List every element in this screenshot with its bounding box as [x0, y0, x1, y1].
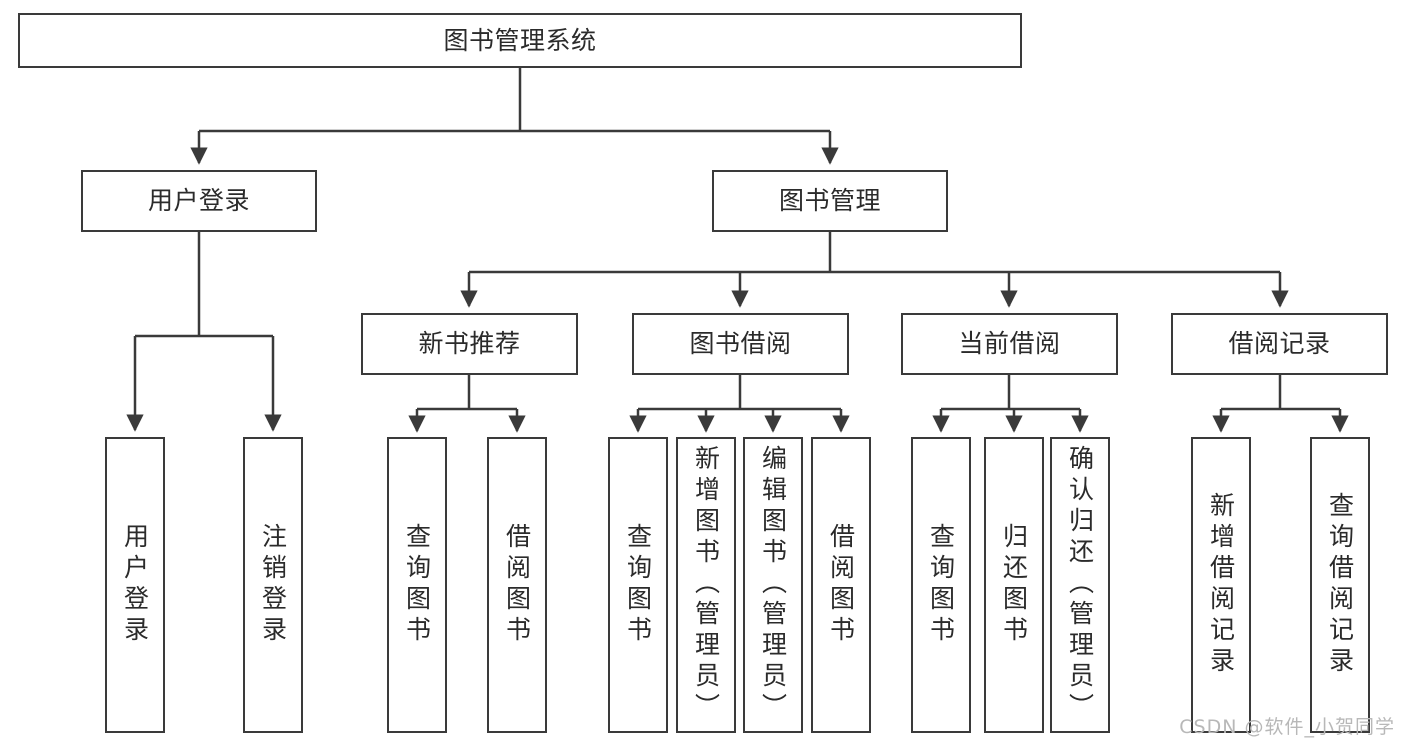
node-label-current-borrow: 当前借阅 [958, 329, 1061, 358]
node-label-leaf-user-login: 用户登录 [120, 523, 150, 647]
node-label-leaf-query-book-borrow: 查询图书 [623, 523, 653, 647]
node-leaf-user-login[interactable]: 用户登录 [105, 437, 165, 733]
watermark-text: CSDN @软件_小贺同学 [1179, 716, 1395, 738]
node-user-login[interactable]: 用户登录 [81, 170, 317, 232]
node-book-manage[interactable]: 图书管理 [712, 170, 948, 232]
node-label-leaf-borrow-book-rec: 借阅图书 [502, 523, 532, 647]
node-leaf-borrow-book-rec[interactable]: 借阅图书 [487, 437, 547, 733]
node-label-leaf-add-record: 新增借阅记录 [1206, 492, 1236, 678]
node-label-leaf-user-logout: 注销登录 [258, 523, 288, 647]
node-label-leaf-edit-book: 编辑图书（管理员） [758, 445, 788, 724]
node-new-book-recommend[interactable]: 新书推荐 [361, 313, 578, 375]
node-label-leaf-add-book: 新增图书（管理员） [691, 445, 721, 724]
node-leaf-confirm-return[interactable]: 确认归还（管理员） [1050, 437, 1110, 733]
node-current-borrow[interactable]: 当前借阅 [901, 313, 1118, 375]
node-label-leaf-confirm-return: 确认归还（管理员） [1065, 445, 1095, 724]
node-leaf-query-book-borrow[interactable]: 查询图书 [608, 437, 668, 733]
node-leaf-add-book[interactable]: 新增图书（管理员） [676, 437, 736, 733]
node-leaf-borrow-book[interactable]: 借阅图书 [811, 437, 871, 733]
node-label-leaf-return-book: 归还图书 [999, 523, 1029, 647]
node-label-leaf-query-book-rec: 查询图书 [402, 523, 432, 647]
node-leaf-return-book[interactable]: 归还图书 [984, 437, 1044, 733]
node-leaf-edit-book[interactable]: 编辑图书（管理员） [743, 437, 803, 733]
node-label-book-borrow: 图书借阅 [689, 329, 792, 358]
node-borrow-record[interactable]: 借阅记录 [1171, 313, 1388, 375]
node-leaf-query-book-cur[interactable]: 查询图书 [911, 437, 971, 733]
node-label-leaf-query-book-cur: 查询图书 [926, 523, 956, 647]
node-label-book-manage: 图书管理 [778, 186, 881, 215]
node-label-borrow-record: 借阅记录 [1228, 329, 1331, 358]
node-label-leaf-query-record: 查询借阅记录 [1325, 492, 1355, 678]
node-label-new-book-recommend: 新书推荐 [418, 329, 521, 358]
node-leaf-user-logout[interactable]: 注销登录 [243, 437, 303, 733]
node-leaf-query-book-rec[interactable]: 查询图书 [387, 437, 447, 733]
node-book-borrow[interactable]: 图书借阅 [632, 313, 849, 375]
node-label-user-login: 用户登录 [147, 186, 250, 215]
node-leaf-query-record[interactable]: 查询借阅记录 [1310, 437, 1370, 733]
node-label-root-system: 图书管理系统 [443, 25, 597, 55]
node-label-leaf-borrow-book: 借阅图书 [826, 523, 856, 647]
node-leaf-add-record[interactable]: 新增借阅记录 [1191, 437, 1251, 733]
node-root-system[interactable]: 图书管理系统 [18, 13, 1022, 68]
